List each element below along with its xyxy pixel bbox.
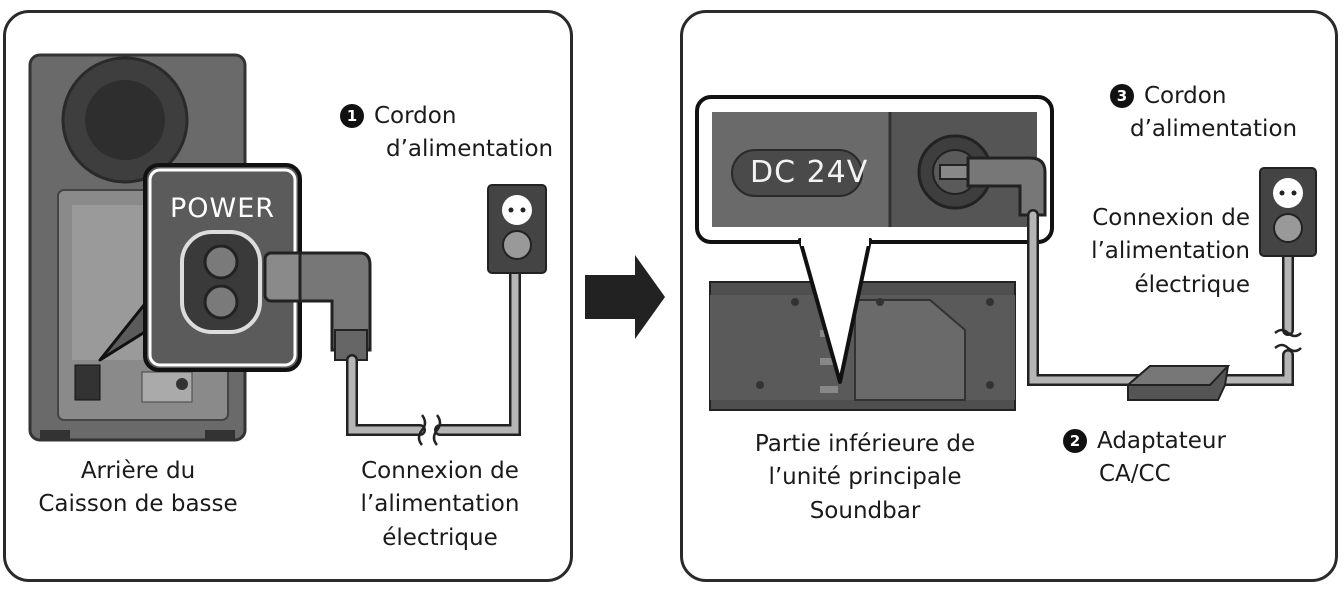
subwoofer-caption: Arrière du Caisson de basse [38, 458, 238, 518]
soundbar-caption: Partie inférieure de l’unité principale … [754, 431, 976, 524]
arrow-right-icon [585, 255, 665, 339]
soundbar-illustration [709, 281, 1016, 411]
power-label: POWER [170, 193, 276, 224]
power-plug [263, 251, 372, 361]
step-1-badge: 1 [340, 104, 364, 128]
dc-24v-label: DC 24V [750, 155, 869, 190]
ac-dc-adapter [1125, 365, 1231, 401]
dc-callout [695, 95, 1054, 384]
wall-outlet-right [1259, 167, 1317, 257]
outlet-caption-right: Connexion de l’alimentation électrique [1091, 205, 1250, 298]
wall-outlet-left [487, 184, 547, 274]
step-3-badge: 3 [1110, 84, 1134, 108]
outlet-caption-left: Connexion de l’alimentation électrique [360, 458, 520, 551]
step-2-badge: 2 [1063, 429, 1087, 453]
